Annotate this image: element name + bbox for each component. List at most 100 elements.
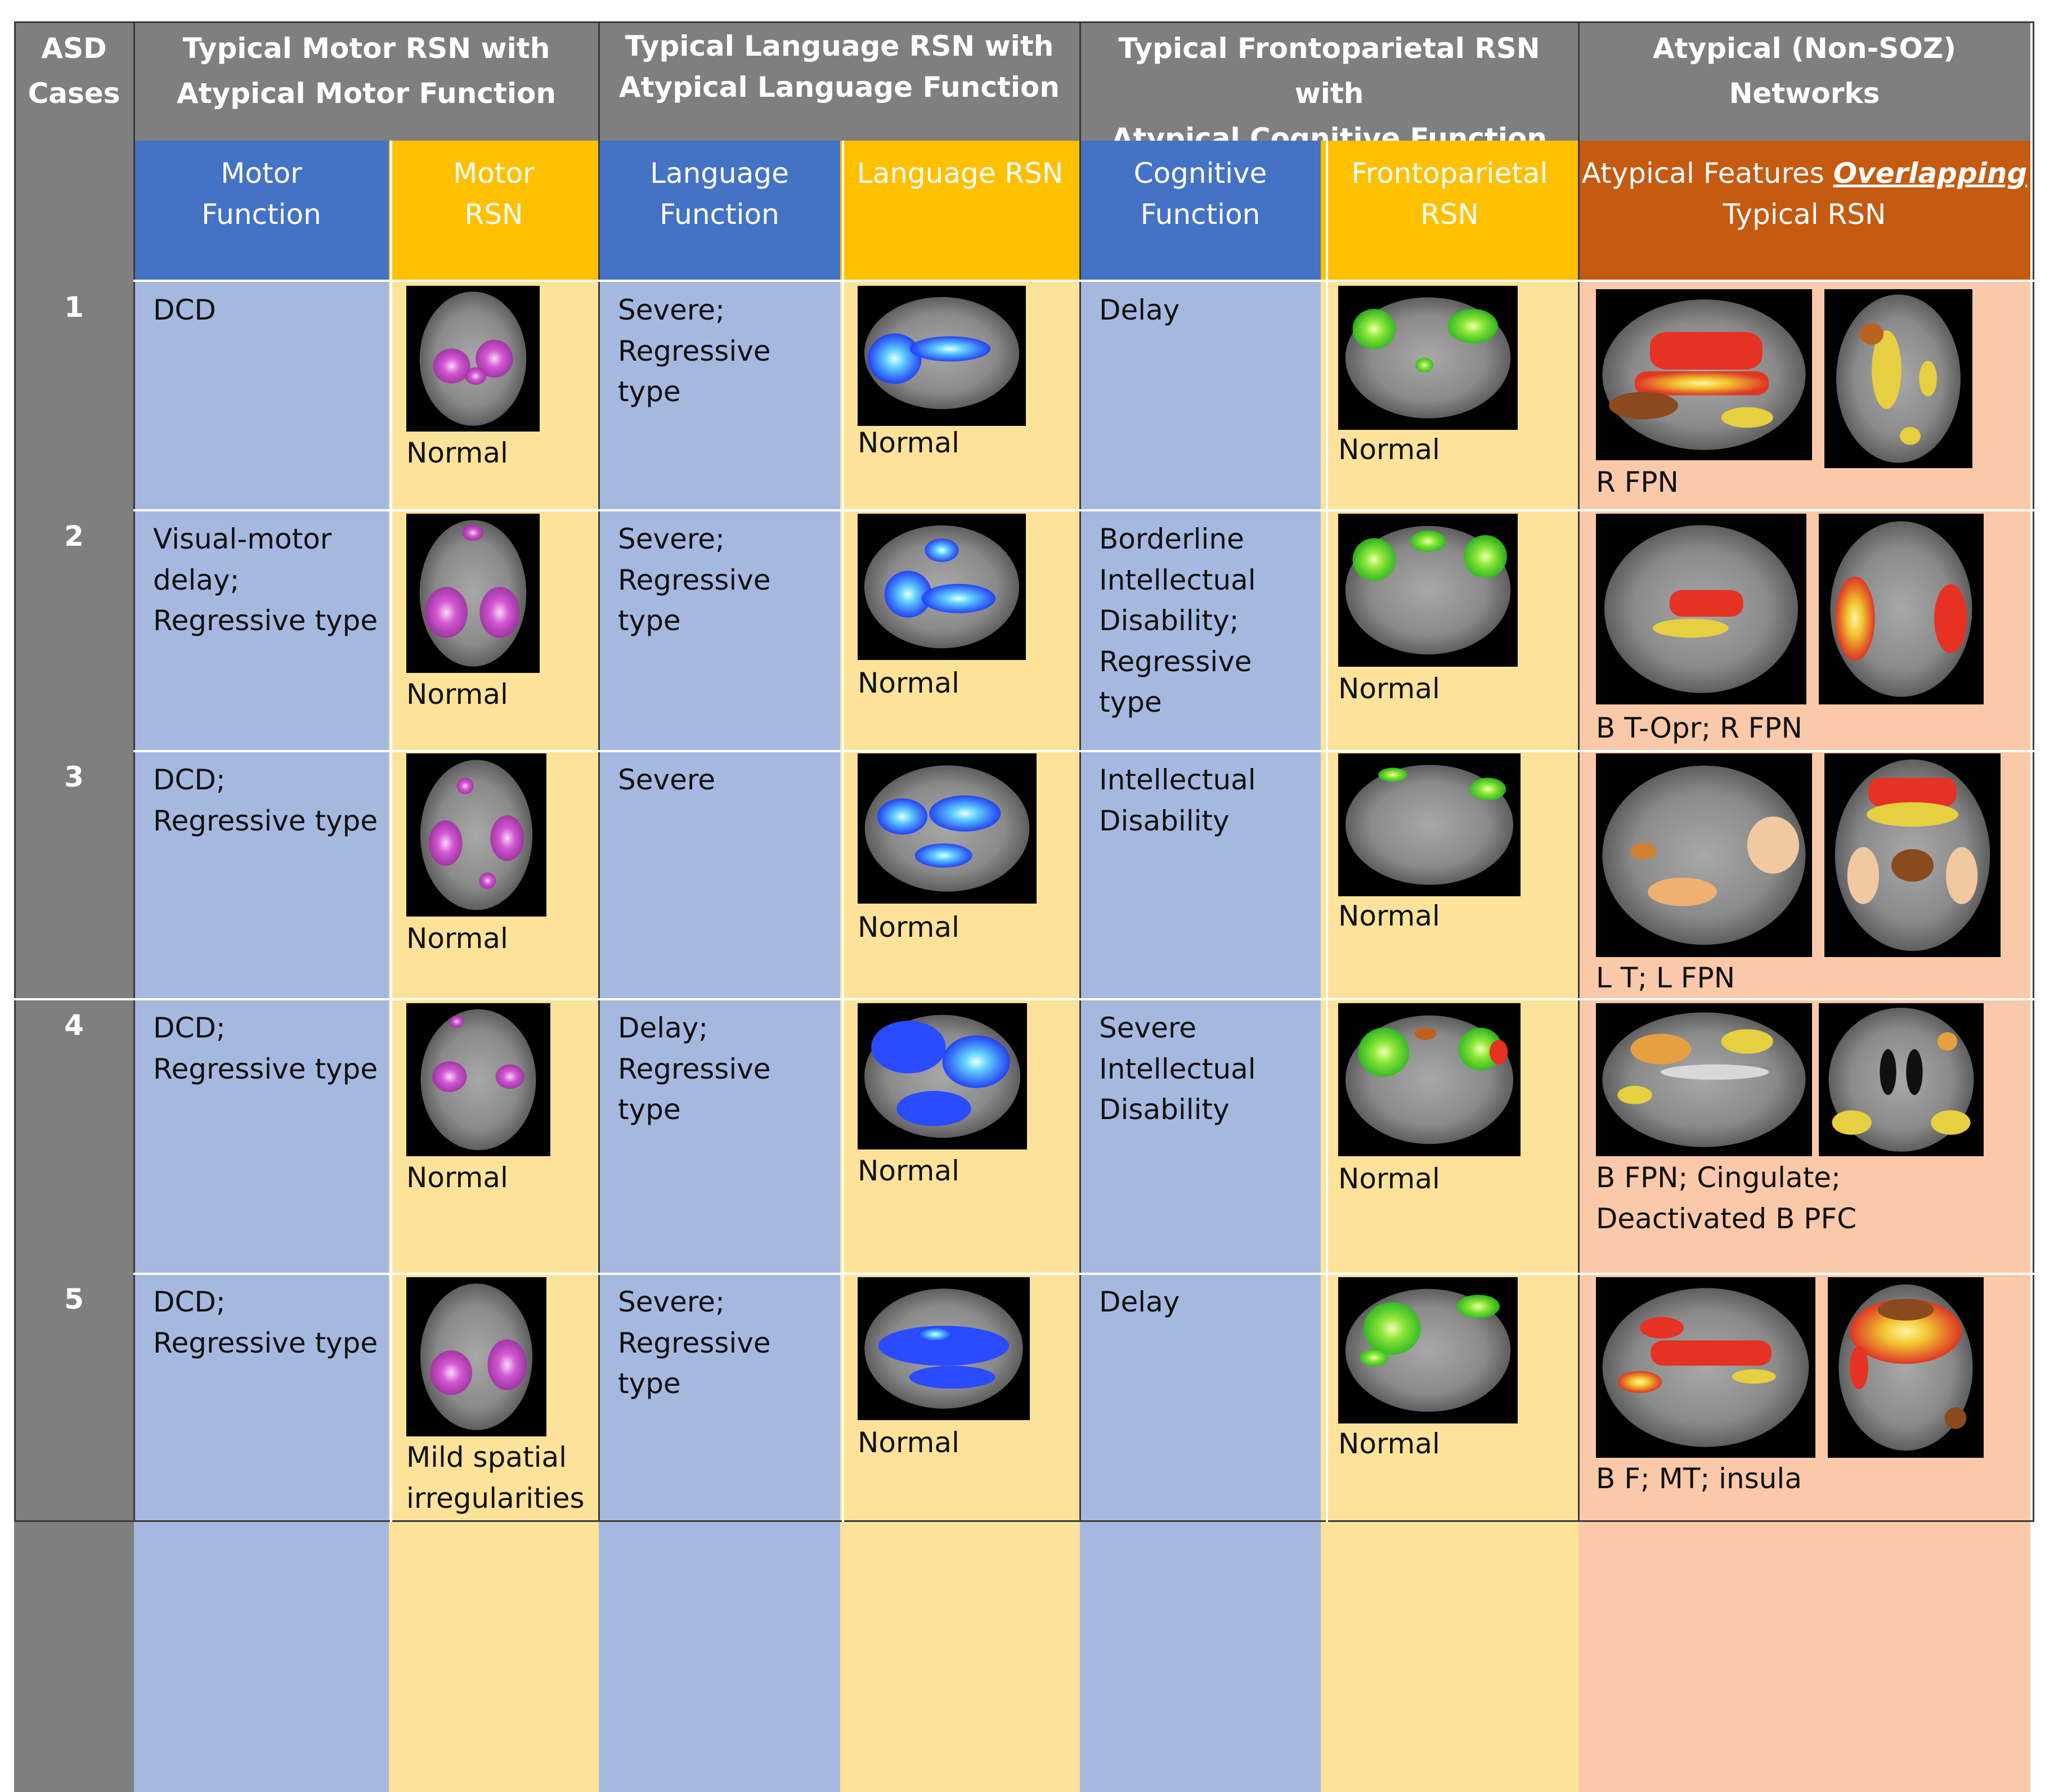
atypical-network-cell: R FPN (1578, 282, 2030, 511)
atypical-caption: L T; L FPN (1596, 962, 1735, 994)
motor-rsn-axial-image (406, 1003, 550, 1156)
row-divider (133, 750, 2034, 752)
motor-rsn-cell: Normal (389, 1000, 599, 1274)
atypical-caption: B F; MT; insula (1596, 1462, 1802, 1495)
motor-rsn-axial-image (406, 753, 546, 917)
row-divider (133, 1273, 2034, 1275)
asd-rsn-table: ASD Cases Typical Motor RSN with Atypica… (14, 21, 2034, 1792)
atypical-header-emphasis: Overlapping (1833, 157, 2028, 190)
case-number: 5 (14, 1274, 134, 1792)
atypical-caption: R FPN (1596, 466, 1679, 498)
atypical-axial-image (1819, 1003, 1984, 1156)
frontoparietal-rsn-sagittal-image (1338, 1277, 1518, 1423)
language-rsn-caption: Normal (858, 1155, 959, 1187)
frontoparietal-group-header: Typical Frontoparietal RSN with Atypical… (1080, 21, 1578, 155)
atypical-axial-image (1824, 289, 1972, 468)
language-rsn-sagittal-image (858, 514, 1026, 660)
atypical-header-suffix: Typical RSN (1723, 197, 1886, 231)
frontoparietal-rsn-caption: Normal (1338, 1162, 1440, 1195)
frontoparietal-rsn-cell: Normal (1321, 1000, 1578, 1274)
cognitive-function-header: Cognitive Function (1080, 141, 1321, 282)
motor-function-cell: DCD; Regressive type (134, 752, 389, 1000)
language-rsn-sagittal-image (858, 753, 1037, 904)
frontoparietal-rsn-caption: Normal (1338, 672, 1440, 705)
col-divider (842, 141, 844, 1522)
atypical-sagittal-image (1596, 289, 1812, 460)
row-divider (133, 509, 2034, 511)
language-rsn-caption: Normal (858, 1426, 959, 1459)
row-divider (14, 998, 2034, 1000)
case-number: 3 (14, 752, 134, 1000)
atypical-features-header: Atypical Features Overlapping Typical RS… (1578, 141, 2030, 282)
motor-function-cell: DCD; Regressive type (134, 1274, 389, 1792)
motor-function-cell: Visual-motor delay; Regressive type (134, 511, 389, 752)
motor-rsn-caption: Normal (406, 922, 508, 955)
language-group-header: Typical Language RSN with Atypical Langu… (599, 21, 1080, 141)
motor-rsn-cell: Normal (389, 282, 599, 511)
frontoparietal-rsn-sagittal-image (1338, 1003, 1521, 1156)
language-rsn-caption: Normal (858, 911, 959, 944)
motor-function-header: Motor Function (134, 141, 389, 282)
cognitive-function-cell: Intellectual Disability (1080, 752, 1321, 1000)
atypical-axial-image (1824, 753, 2001, 957)
motor-rsn-cell: Normal (389, 511, 599, 752)
language-function-cell: Severe; Regressive type (599, 282, 840, 511)
frontoparietal-rsn-caption: Normal (1338, 1427, 1440, 1460)
language-rsn-sagittal-image (858, 1003, 1027, 1149)
language-rsn-sagittal-image (858, 286, 1026, 426)
col-divider (1079, 21, 1081, 1522)
atypical-header-prefix: Atypical Features (1581, 157, 1833, 190)
motor-rsn-caption: Mild spatial irregularities (406, 1441, 585, 1515)
col-divider (1578, 21, 1580, 1522)
motor-function-cell: DCD (134, 282, 389, 511)
motor-function-cell: DCD; Regressive type (134, 1000, 389, 1274)
atypical-network-cell: B T-Opr; R FPN (1578, 511, 2030, 752)
motor-rsn-caption: Normal (406, 678, 508, 711)
atypical-sagittal-image (1596, 753, 1812, 957)
table-border-left (14, 21, 16, 1522)
language-rsn-sagittal-image (858, 1277, 1030, 1420)
motor-rsn-caption: Normal (406, 1161, 508, 1194)
asd-cases-header: ASD Cases (14, 21, 134, 282)
language-rsn-caption: Normal (858, 426, 959, 459)
atypical-axial-image (1819, 514, 1984, 704)
atypical-sagittal-image (1596, 1277, 1815, 1458)
col-divider (1326, 141, 1328, 1522)
cognitive-function-cell: Delay (1080, 1274, 1321, 1792)
language-rsn-cell: Normal (840, 1000, 1080, 1274)
atypical-axial-image (1828, 1277, 1984, 1458)
frontoparietal-rsn-sagittal-image (1338, 514, 1518, 667)
language-function-cell: Severe (599, 752, 840, 1000)
language-function-cell: Severe; Regressive type (599, 511, 840, 752)
atypical-sagittal-image (1596, 1003, 1812, 1156)
motor-rsn-caption: Normal (406, 437, 508, 469)
motor-rsn-cell: Mild spatial irregularities (389, 1274, 599, 1792)
language-rsn-cell: Normal (840, 752, 1080, 1000)
col-divider (598, 21, 600, 1522)
language-function-header: Language Function (599, 141, 840, 282)
cognitive-function-cell: Borderline Intellectual Disability; Regr… (1080, 511, 1321, 752)
case-number: 2 (14, 511, 134, 752)
row-divider (133, 280, 2034, 282)
cognitive-function-cell: Severe Intellectual Disability (1080, 1000, 1321, 1274)
atypical-caption: B T-Opr; R FPN (1596, 712, 1802, 744)
frontoparietal-rsn-cell: Normal (1321, 1274, 1578, 1792)
frontoparietal-rsn-header: Frontoparietal RSN (1321, 141, 1578, 282)
motor-rsn-axial-image (406, 286, 540, 432)
motor-rsn-cell: Normal (389, 752, 599, 1000)
language-function-cell: Severe; Regressive type (599, 1274, 840, 1792)
atypical-caption: B FPN; Cingulate; Deactivated B PFC (1596, 1161, 1857, 1235)
frontoparietal-rsn-caption: Normal (1338, 433, 1440, 466)
language-rsn-header: Language RSN (840, 141, 1080, 282)
atypical-group-header: Atypical (Non-SOZ) Networks (1578, 21, 2030, 141)
frontoparietal-rsn-cell: Normal (1321, 752, 1578, 1000)
atypical-network-cell: B FPN; Cingulate; Deactivated B PFC (1578, 1000, 2030, 1274)
language-rsn-cell: Normal (840, 282, 1080, 511)
motor-rsn-header: Motor RSN (389, 141, 599, 282)
atypical-network-cell: L T; L FPN (1578, 752, 2030, 1000)
motor-rsn-axial-image (406, 514, 540, 673)
motor-group-header: Typical Motor RSN with Atypical Motor Fu… (134, 21, 599, 141)
table-border-top (14, 21, 2034, 23)
table-border-bottom (14, 1520, 2034, 1522)
language-rsn-cell: Normal (840, 1274, 1080, 1792)
